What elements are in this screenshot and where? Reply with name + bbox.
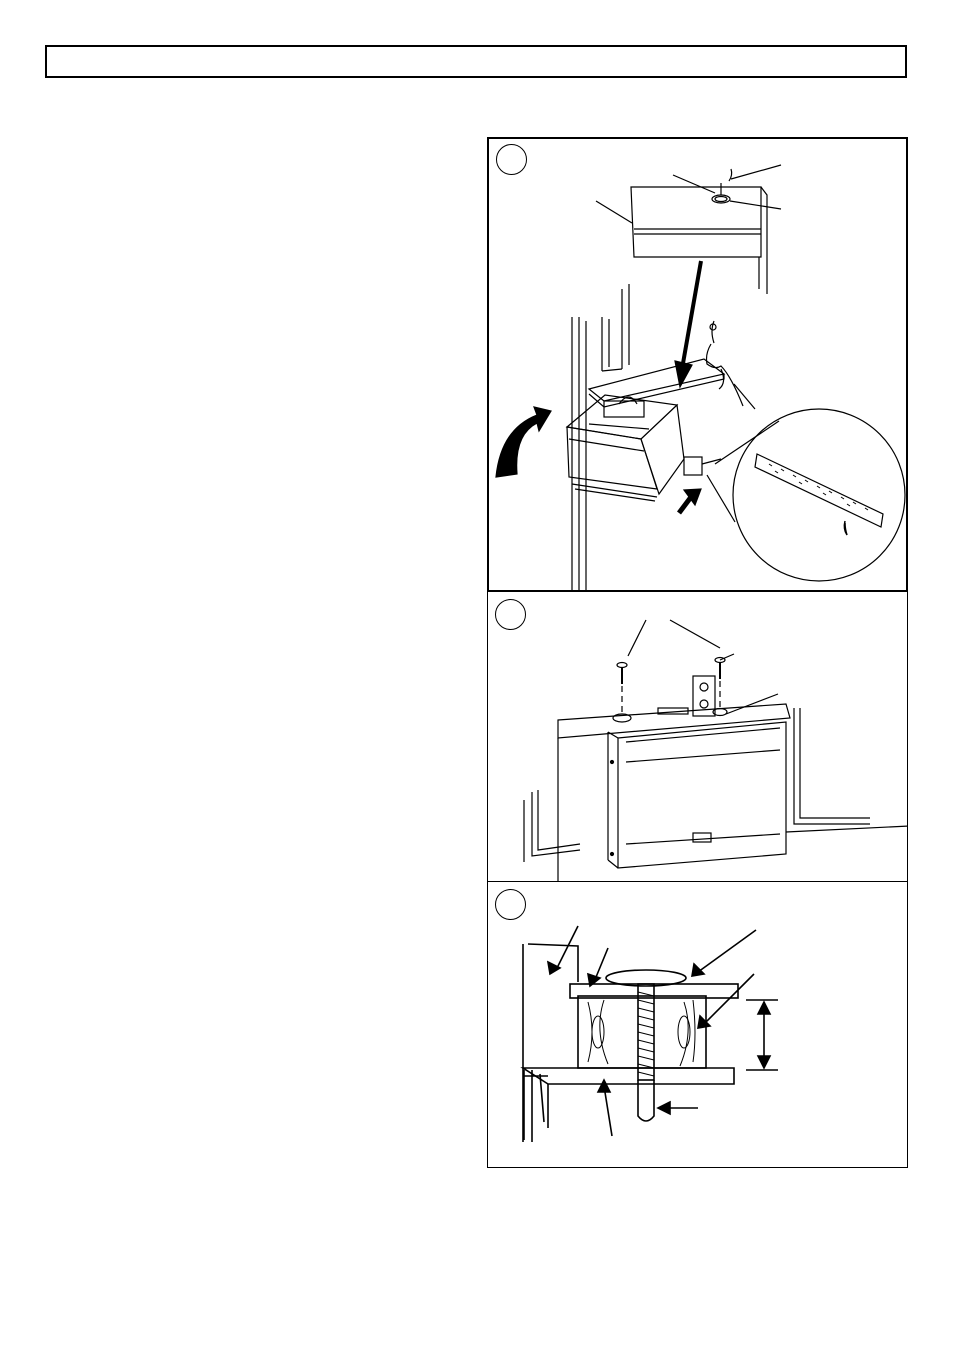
figure-2-illustration xyxy=(523,619,907,881)
hand-with-cord xyxy=(705,320,756,410)
step-3-circle xyxy=(495,889,526,920)
leader-arrows xyxy=(546,925,757,1137)
lift-arrow xyxy=(495,406,552,478)
screw-left xyxy=(616,661,628,712)
wall-outlet xyxy=(692,675,716,717)
upper-cabinet xyxy=(595,164,782,294)
section-header-box xyxy=(45,45,907,78)
step-2-circle xyxy=(495,599,526,630)
wood-spacer-block xyxy=(577,995,707,1069)
push-arrow xyxy=(677,488,702,515)
figure-3-illustration xyxy=(520,925,778,1142)
plate-holes xyxy=(768,463,869,511)
wall-frame-right xyxy=(785,708,907,833)
figure-3-panel xyxy=(487,881,908,1168)
microwave-front xyxy=(607,721,787,869)
figure-1-panel xyxy=(487,137,908,592)
down-arrow xyxy=(674,260,703,389)
dimension-arrow xyxy=(746,999,778,1071)
figure-2-panel xyxy=(487,591,908,882)
pointer-lines xyxy=(627,619,779,715)
screw-right xyxy=(714,656,726,710)
wall-section xyxy=(522,943,579,1142)
wall-frame xyxy=(571,284,726,590)
magnifier-detail xyxy=(706,408,906,582)
wall-frame-left xyxy=(523,790,581,862)
step-1-circle xyxy=(496,144,527,175)
cabinet-bottom xyxy=(557,703,791,881)
cabinet-shelf xyxy=(520,1067,735,1128)
figure-1-illustration xyxy=(495,164,906,590)
microwave-illustration xyxy=(565,394,722,502)
toggle-bolt xyxy=(605,969,687,1122)
